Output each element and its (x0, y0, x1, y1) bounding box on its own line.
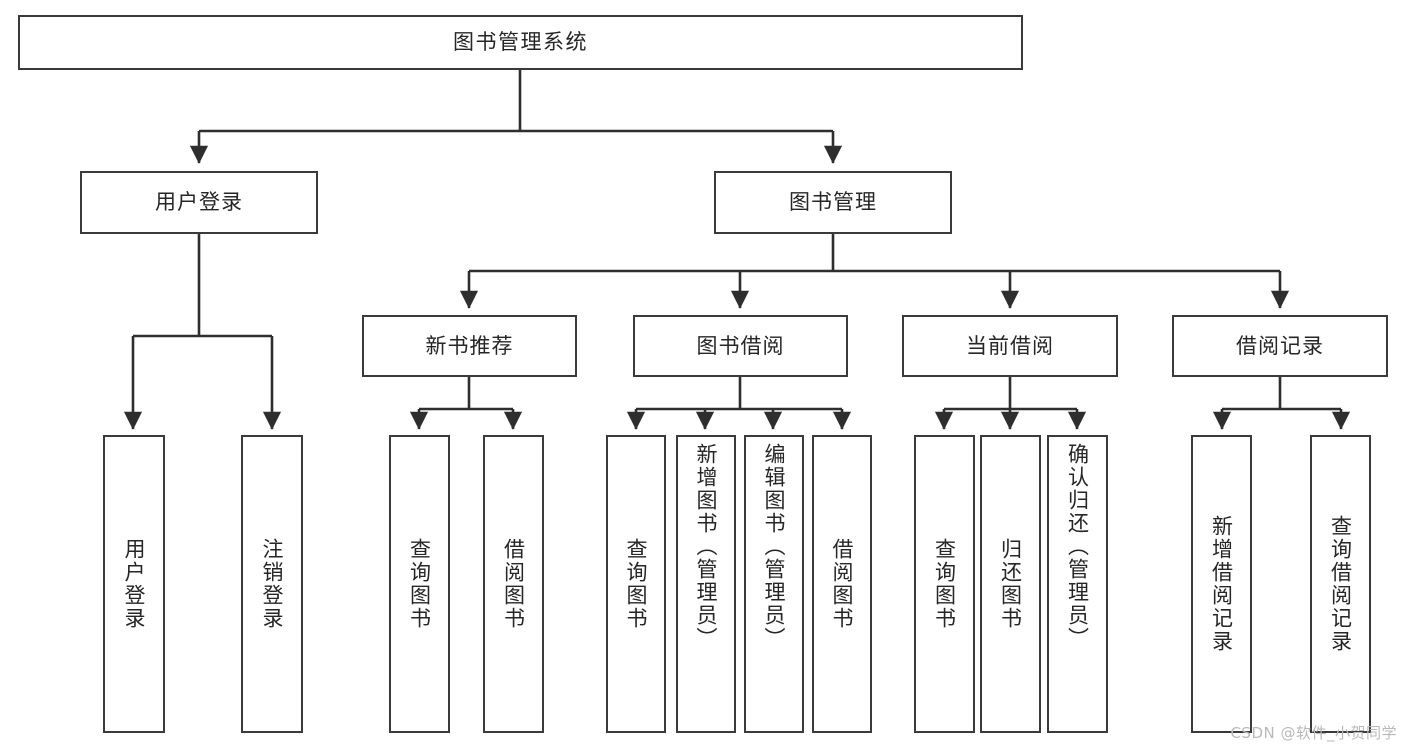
node-label: 当前借阅 (966, 333, 1054, 358)
node-label: 注销登录 (260, 538, 285, 630)
node-book-borrow[interactable]: 图书借阅 (633, 315, 848, 377)
node-label: 新书推荐 (425, 333, 514, 358)
node-current-borrow[interactable]: 当前借阅 (902, 315, 1118, 377)
leaf-current-query-book[interactable]: 查询图书 (914, 435, 975, 733)
node-label: 编辑图书（管理员） (762, 443, 787, 650)
node-label: 查询图书 (932, 538, 957, 630)
node-label: 用户登录 (122, 538, 147, 630)
leaf-recommend-query-book[interactable]: 查询图书 (389, 435, 450, 733)
leaf-record-add-borrow-record[interactable]: 新增借阅记录 (1191, 435, 1252, 733)
node-user-login[interactable]: 用户登录 (80, 171, 318, 234)
leaf-borrow-edit-book-admin[interactable]: 编辑图书（管理员） (744, 435, 804, 733)
node-label: 图书管理系统 (453, 30, 588, 55)
node-label: 查询图书 (407, 538, 432, 630)
node-label: 查询借阅记录 (1328, 515, 1353, 653)
leaf-current-confirm-return-admin[interactable]: 确认归还（管理员） (1047, 435, 1108, 733)
leaf-borrow-borrow-book[interactable]: 借阅图书 (812, 435, 872, 733)
node-label: 图书借阅 (696, 333, 785, 358)
leaf-current-return-book[interactable]: 归还图书 (980, 435, 1041, 733)
csdn-watermark: CSDN @软件_小贺同学 (1230, 724, 1397, 742)
leaf-user-login-signin[interactable]: 用户登录 (103, 435, 165, 733)
node-label: 用户登录 (155, 190, 243, 215)
node-label: 图书管理 (789, 190, 877, 215)
node-label: 归还图书 (998, 538, 1023, 630)
node-label: 新增借阅记录 (1209, 515, 1234, 653)
node-root-book-management-system[interactable]: 图书管理系统 (18, 15, 1023, 70)
node-borrow-record[interactable]: 借阅记录 (1172, 315, 1388, 377)
node-label: 新增图书（管理员） (694, 443, 719, 650)
leaf-borrow-add-book-admin[interactable]: 新增图书（管理员） (676, 435, 736, 733)
node-label: 借阅记录 (1236, 333, 1324, 358)
leaf-record-query-borrow-record[interactable]: 查询借阅记录 (1310, 435, 1371, 733)
leaf-recommend-borrow-book[interactable]: 借阅图书 (483, 435, 544, 733)
node-new-book-recommend[interactable]: 新书推荐 (362, 315, 577, 377)
node-label: 借阅图书 (501, 538, 526, 630)
leaf-borrow-query-book[interactable]: 查询图书 (606, 435, 666, 733)
node-label: 确认归还（管理员） (1065, 443, 1090, 650)
node-book-management[interactable]: 图书管理 (714, 171, 952, 234)
node-label: 查询图书 (624, 538, 649, 630)
leaf-user-login-signout[interactable]: 注销登录 (241, 435, 303, 733)
node-label: 借阅图书 (830, 538, 855, 630)
